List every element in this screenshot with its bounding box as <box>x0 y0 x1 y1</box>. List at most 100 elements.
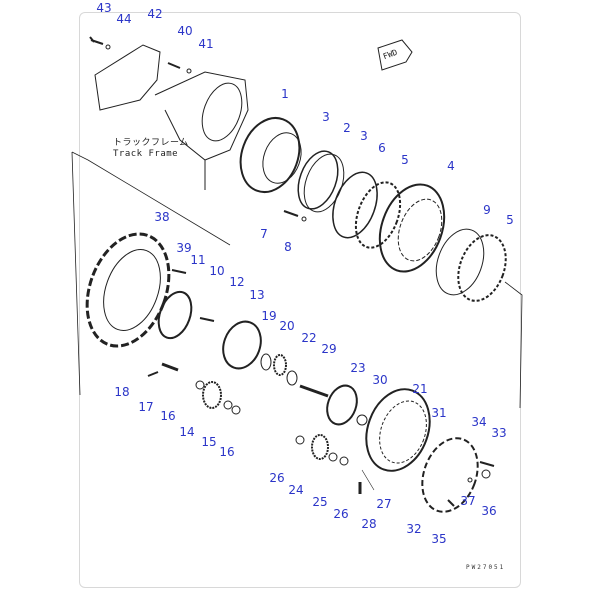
part-number-label[interactable]: 26 <box>269 471 285 485</box>
spacer <box>157 290 193 340</box>
part-number-label[interactable]: 16 <box>219 445 235 459</box>
plug <box>481 469 491 479</box>
bolt <box>479 461 495 467</box>
fwd-arrow-tag <box>377 39 413 71</box>
thrust-washer <box>231 405 241 415</box>
part-number-label[interactable]: 36 <box>481 504 497 518</box>
washer <box>301 216 307 222</box>
part-number-label[interactable]: 2 <box>343 121 351 135</box>
thrust-washer <box>295 435 305 445</box>
leader-line <box>71 151 231 396</box>
bolt <box>283 210 299 217</box>
thrust-washer <box>195 380 205 390</box>
snap-ring <box>286 370 298 386</box>
bolt <box>447 499 455 507</box>
floating-seal <box>297 150 339 210</box>
part-number-label[interactable]: 40 <box>177 24 193 38</box>
needle-bearing <box>328 452 338 462</box>
part-number-label[interactable]: 8 <box>284 240 292 254</box>
part-number-label[interactable]: 23 <box>350 361 366 375</box>
part-number-label[interactable]: 34 <box>471 415 487 429</box>
spring <box>273 354 287 376</box>
washer <box>186 68 192 74</box>
part-number-label[interactable]: 32 <box>406 522 422 536</box>
part-number-label[interactable]: 3 <box>360 129 368 143</box>
part-number-label[interactable]: 21 <box>412 382 428 396</box>
part-number-label[interactable]: 28 <box>361 517 377 531</box>
part-number-label[interactable]: 41 <box>198 37 214 51</box>
carrier <box>222 320 262 370</box>
leader-line <box>504 281 523 409</box>
part-number-label[interactable]: 27 <box>376 497 392 511</box>
part-number-label[interactable]: 29 <box>321 342 337 356</box>
part-number-label[interactable]: 24 <box>288 483 304 497</box>
part-number-label[interactable]: 44 <box>116 12 132 26</box>
carrier <box>326 384 358 426</box>
drawing-frame <box>79 12 521 588</box>
cover-plate <box>94 44 161 111</box>
spacer-ring <box>435 228 485 296</box>
bolt <box>89 36 104 45</box>
part-number-label[interactable]: 5 <box>506 213 514 227</box>
track-frame <box>154 71 249 190</box>
part-number-label[interactable]: 25 <box>312 495 328 509</box>
thrust-washer <box>260 353 272 371</box>
washer <box>467 477 473 483</box>
planetary-gear <box>202 381 222 409</box>
part-number-label[interactable]: 37 <box>460 494 476 508</box>
part-number-label[interactable]: 7 <box>260 227 268 241</box>
part-number-label[interactable]: 5 <box>401 153 409 167</box>
part-number-label[interactable]: 4 <box>447 159 455 173</box>
bearing <box>354 181 402 249</box>
drawing-code: PW27051 <box>466 564 506 571</box>
needle-bearing <box>223 400 233 410</box>
shaft <box>299 384 329 398</box>
part-number-label[interactable]: 26 <box>333 507 349 521</box>
part-number-label[interactable]: 17 <box>138 400 154 414</box>
part-number-label[interactable]: 3 <box>322 110 330 124</box>
track-frame-label-jp: トラックフレーム <box>113 138 189 148</box>
part-number-label[interactable]: 6 <box>378 141 386 155</box>
part-number-label[interactable]: 9 <box>483 203 491 217</box>
thrust-washer <box>339 456 349 466</box>
part-number-label[interactable]: 22 <box>301 331 317 345</box>
part-number-label[interactable]: 35 <box>431 532 447 546</box>
part-number-label[interactable]: 42 <box>147 7 163 21</box>
part-number-label[interactable]: 43 <box>96 1 112 15</box>
part-number-label[interactable]: 20 <box>279 319 295 333</box>
part-number-label[interactable]: 11 <box>190 253 206 267</box>
part-number-label[interactable]: 39 <box>176 241 192 255</box>
track-frame-label: トラックフレーム Track Frame <box>113 138 189 160</box>
bearing <box>457 234 507 302</box>
bolt <box>167 62 181 69</box>
pin <box>147 371 159 377</box>
part-number-label[interactable]: 38 <box>154 210 170 224</box>
travel-motor <box>239 117 301 193</box>
ring-gear <box>365 388 431 472</box>
part-number-label[interactable]: 16 <box>160 409 176 423</box>
bolt <box>199 317 215 322</box>
part-number-label[interactable]: 14 <box>179 425 195 439</box>
part-number-label[interactable]: 12 <box>229 275 245 289</box>
leader-line <box>361 469 375 491</box>
part-number-label[interactable]: 10 <box>209 264 225 278</box>
hub-ring <box>332 171 378 239</box>
part-number-label[interactable]: 31 <box>431 406 447 420</box>
part-number-label[interactable]: 33 <box>491 426 507 440</box>
pin <box>161 362 179 372</box>
thrust-washer <box>356 414 368 426</box>
track-frame-label-en: Track Frame <box>113 149 179 159</box>
frame-bore <box>201 82 243 142</box>
planetary-gear <box>311 434 329 460</box>
part-number-label[interactable]: 15 <box>201 435 217 449</box>
cover <box>421 437 479 513</box>
bolt <box>171 269 187 274</box>
part-number-label[interactable]: 18 <box>114 385 130 399</box>
part-number-label[interactable]: 13 <box>249 288 265 302</box>
washer <box>105 44 111 50</box>
part-number-label[interactable]: 19 <box>261 309 277 323</box>
part-number-label[interactable]: 1 <box>281 87 289 101</box>
part-number-label[interactable]: 30 <box>372 373 388 387</box>
